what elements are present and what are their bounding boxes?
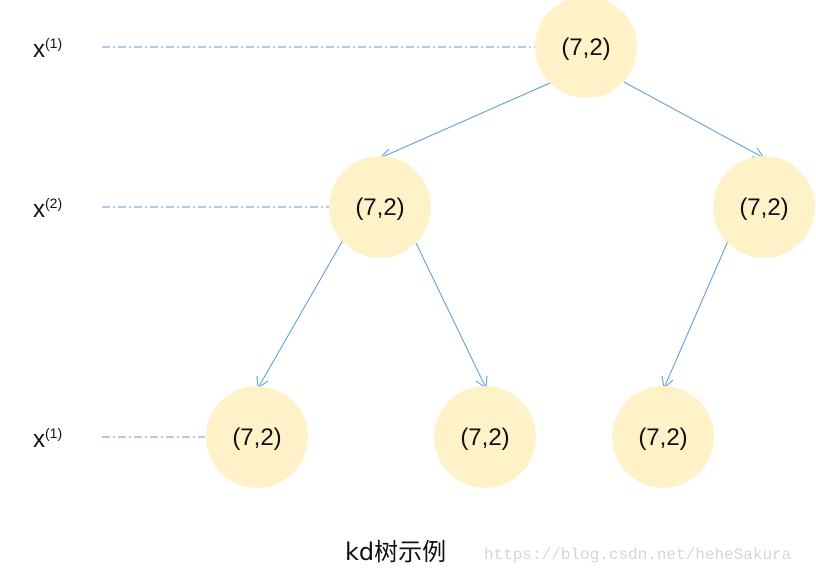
level-label-base: x (33, 426, 45, 453)
edge-root-right (623, 81, 766, 159)
node-circle (535, 0, 637, 98)
level-label-3: x(1) (33, 425, 62, 453)
level-label-2: x(2) (33, 195, 62, 223)
node-circle (612, 386, 714, 488)
node-label: (7,2) (232, 424, 281, 451)
edge-right-right-left (661, 240, 729, 389)
node-circle (434, 386, 536, 488)
node-label: (7,2) (355, 194, 404, 221)
node-circle (713, 156, 815, 258)
watermark-text: https://blog.csdn.net/heheSakura (484, 546, 792, 564)
edge-left-left-right (415, 242, 488, 389)
tree-node-left-right: (7,2) (434, 386, 536, 488)
node-label: (7,2) (460, 424, 509, 451)
edge-root-left (378, 82, 551, 160)
tree-node-left: (7,2) (329, 156, 431, 258)
tree-node-left-left: (7,2) (206, 386, 308, 488)
edge-line (257, 239, 344, 389)
level-label-superscript: (2) (45, 195, 62, 211)
level-label-base: x (33, 36, 45, 63)
tree-node-root: (7,2) (535, 0, 637, 98)
edge-left-left-left (256, 239, 344, 389)
level-label-base: x (33, 196, 45, 223)
edge-line (623, 81, 765, 159)
tree-node-right-left: (7,2) (612, 386, 714, 488)
level-label-superscript: (1) (45, 35, 62, 51)
level-label-superscript: (1) (45, 425, 62, 441)
edge-line (415, 242, 487, 389)
edge-line (663, 240, 729, 389)
edge-line (379, 82, 551, 159)
level-label-1: x(1) (33, 35, 62, 63)
node-circle (329, 156, 431, 258)
node-label: (7,2) (561, 34, 610, 61)
tree-node-right: (7,2) (713, 156, 815, 258)
node-circle (206, 386, 308, 488)
node-label: (7,2) (638, 424, 687, 451)
diagram-caption: kd树示例 (345, 538, 446, 566)
node-label: (7,2) (739, 194, 788, 221)
